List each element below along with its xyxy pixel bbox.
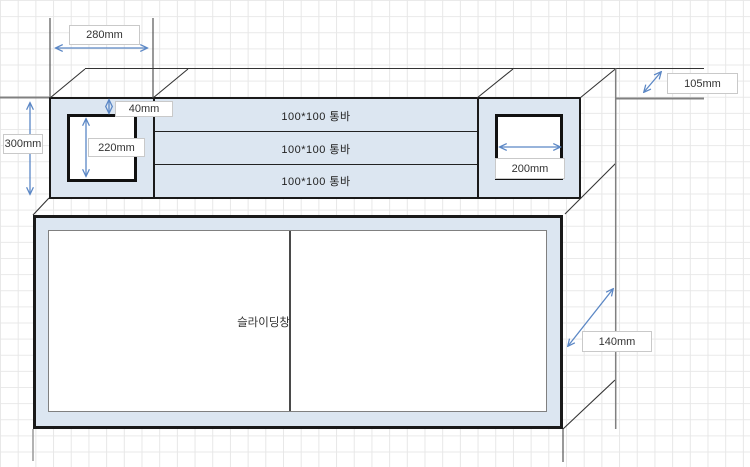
dim-140-label: 140mm bbox=[582, 331, 652, 352]
dim-280-label: 280mm bbox=[69, 25, 140, 45]
right-box-divider bbox=[477, 99, 479, 197]
sliding-window-glass bbox=[48, 230, 547, 412]
dim-200-label: 200mm bbox=[495, 158, 565, 179]
crossbar-2-label: 100*100 통바 bbox=[281, 143, 351, 156]
window-center-divider bbox=[289, 231, 291, 411]
crossbar-1-label: 100*100 통바 bbox=[281, 110, 351, 123]
crossbar-divider-1 bbox=[155, 130, 477, 132]
dim-220-label: 220mm bbox=[88, 138, 145, 157]
left-box-divider bbox=[153, 99, 155, 197]
sliding-window-frame bbox=[33, 215, 563, 429]
crossbar-3-label: 100*100 통바 bbox=[281, 175, 351, 188]
dim-40-label: 40mm bbox=[115, 101, 173, 117]
crossbar-divider-2 bbox=[155, 163, 477, 165]
dim-105-label: 105mm bbox=[667, 73, 738, 94]
sliding-window-label: 슬라이딩창 bbox=[237, 317, 290, 329]
dim-105-arrow bbox=[644, 72, 661, 92]
dim-300-label: 300mm bbox=[3, 134, 43, 154]
